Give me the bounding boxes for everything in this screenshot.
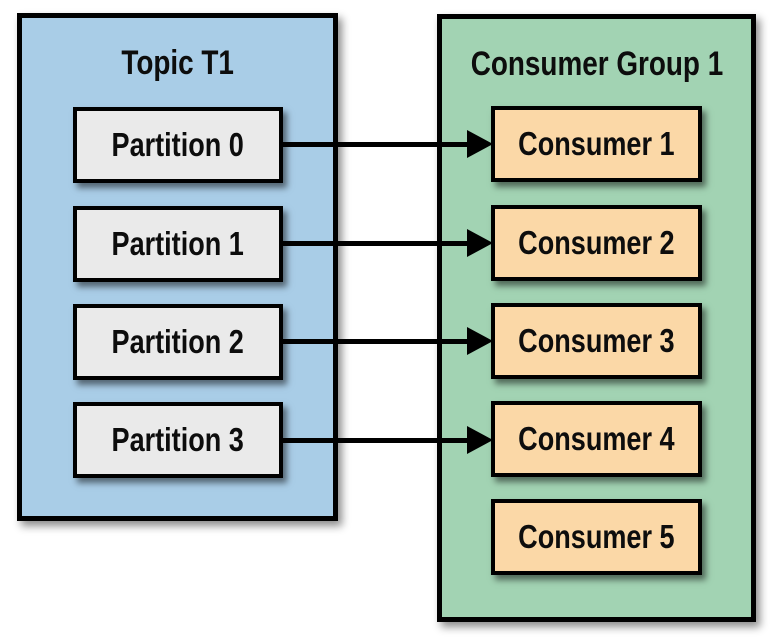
consumer-label-5: Consumer 5 xyxy=(518,518,675,555)
partition-box-0: Partition 0 xyxy=(73,107,283,183)
partition-box-1: Partition 1 xyxy=(73,206,283,282)
arrowhead-icon xyxy=(467,426,493,454)
arrow-shaft xyxy=(283,142,473,147)
consumer-box-5: Consumer 5 xyxy=(491,499,702,575)
consumer-box-2: Consumer 2 xyxy=(491,205,702,281)
arrow-shaft xyxy=(283,339,473,344)
consumer-group-panel: Consumer Group 1 Consumer 1 Consumer 2 C… xyxy=(437,14,756,622)
arrow-shaft xyxy=(283,438,473,443)
arrowhead-icon xyxy=(467,130,493,158)
consumer-label-3: Consumer 3 xyxy=(518,322,675,359)
arrow-partition0-to-consumer1 xyxy=(283,130,493,158)
consumer-label-2: Consumer 2 xyxy=(518,224,675,261)
topic-title-label: Topic T1 xyxy=(121,44,234,82)
partition-box-3: Partition 3 xyxy=(73,402,283,478)
partition-label-2: Partition 2 xyxy=(111,323,245,360)
arrow-partition1-to-consumer2 xyxy=(283,229,493,257)
consumer-box-1: Consumer 1 xyxy=(491,106,702,182)
consumer-label-4: Consumer 4 xyxy=(518,420,675,457)
partition-label-3: Partition 3 xyxy=(111,421,245,458)
topic-panel: Topic T1 Partition 0 Partition 1 Partiti… xyxy=(17,13,338,521)
arrow-partition3-to-consumer4 xyxy=(283,426,493,454)
partition-label-0: Partition 0 xyxy=(111,126,245,163)
consumer-group-title: Consumer Group 1 xyxy=(442,44,751,84)
consumer-label-1: Consumer 1 xyxy=(518,125,675,162)
partition-label-1: Partition 1 xyxy=(111,225,245,262)
consumer-group-title-label: Consumer Group 1 xyxy=(470,45,723,83)
arrowhead-icon xyxy=(467,327,493,355)
topic-title: Topic T1 xyxy=(22,43,333,83)
arrow-partition2-to-consumer3 xyxy=(283,327,493,355)
arrowhead-icon xyxy=(467,229,493,257)
partition-box-2: Partition 2 xyxy=(73,304,283,380)
consumer-box-3: Consumer 3 xyxy=(491,303,702,379)
arrow-shaft xyxy=(283,241,473,246)
consumer-box-4: Consumer 4 xyxy=(491,401,702,477)
